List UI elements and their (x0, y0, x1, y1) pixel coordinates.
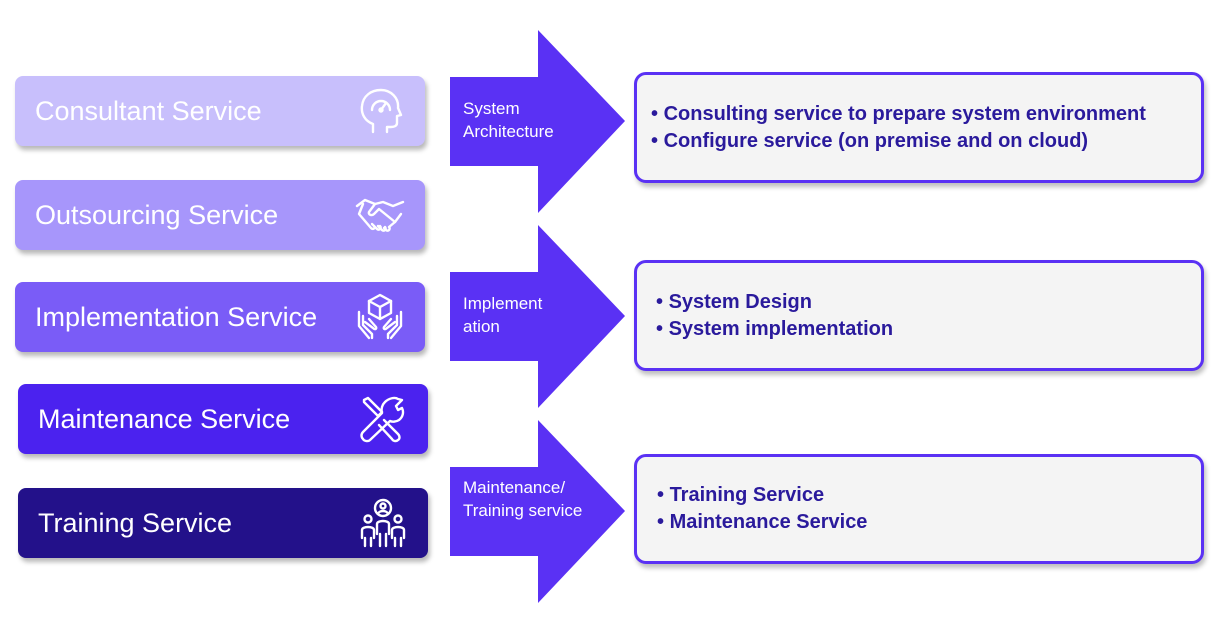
detail-box-maintenance-training: Training Service Maintenance Service (634, 454, 1204, 564)
service-label: Outsourcing Service (35, 199, 279, 230)
service-label: Consultant Service (35, 95, 262, 126)
flow-arrow-maintenance-training: Maintenance/ Training service (450, 420, 625, 603)
bullet-item: Training Service (657, 482, 1201, 509)
bullet-item: System implementation (656, 316, 1201, 343)
bullet-item: Consulting service to prepare system env… (651, 101, 1201, 128)
hands-cube-icon (355, 292, 405, 342)
detail-box-implementation: System Design System implementation (634, 260, 1204, 371)
arrow-shape (450, 30, 625, 213)
service-label: Training Service (38, 507, 233, 538)
flow-arrow-system-architecture: System Architecture (450, 30, 625, 213)
bullet-item: Maintenance Service (657, 509, 1201, 536)
service-card-maintenance: Maintenance Service (18, 384, 428, 454)
handshake-icon (355, 190, 405, 240)
arrow-label: System Architecture (463, 99, 554, 141)
arrow-label: Implement ation (463, 294, 543, 336)
service-card-training: Training Service (18, 488, 428, 558)
service-label: Implementation Service (35, 301, 318, 332)
tools-icon (358, 394, 408, 444)
bullet-item: System Design (656, 289, 1201, 316)
arrow-shape (450, 420, 625, 603)
bullet-item: Configure service (on premise and on clo… (651, 128, 1201, 155)
team-icon (358, 498, 408, 548)
service-label: Maintenance Service (38, 403, 291, 434)
service-card-implementation: Implementation Service (15, 282, 425, 352)
flow-arrow-implementation: Implement ation (450, 225, 625, 408)
head-gauge-icon (355, 86, 405, 136)
detail-box-system-architecture: Consulting service to prepare system env… (634, 72, 1204, 183)
arrow-shape (450, 225, 625, 408)
service-card-outsourcing: Outsourcing Service (15, 180, 425, 250)
service-card-consultant: Consultant Service (15, 76, 425, 146)
arrow-label: Maintenance/ Training service (463, 478, 583, 520)
